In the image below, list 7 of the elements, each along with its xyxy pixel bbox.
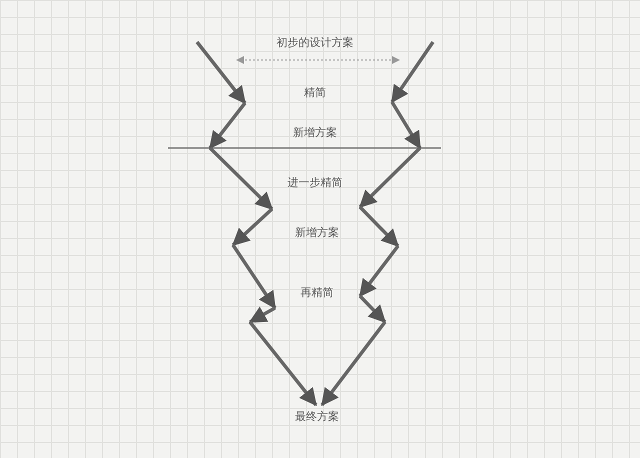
stage-label: 新增方案 — [293, 126, 337, 140]
stage-label: 初步的设计方案 — [276, 36, 354, 50]
stage-label: 最终方案 — [295, 410, 339, 424]
stage-label: 精简 — [304, 86, 326, 100]
stage-label: 新增方案 — [295, 226, 339, 240]
stage-label: 进一步精简 — [288, 176, 342, 190]
stage-label: 再精简 — [300, 286, 334, 300]
